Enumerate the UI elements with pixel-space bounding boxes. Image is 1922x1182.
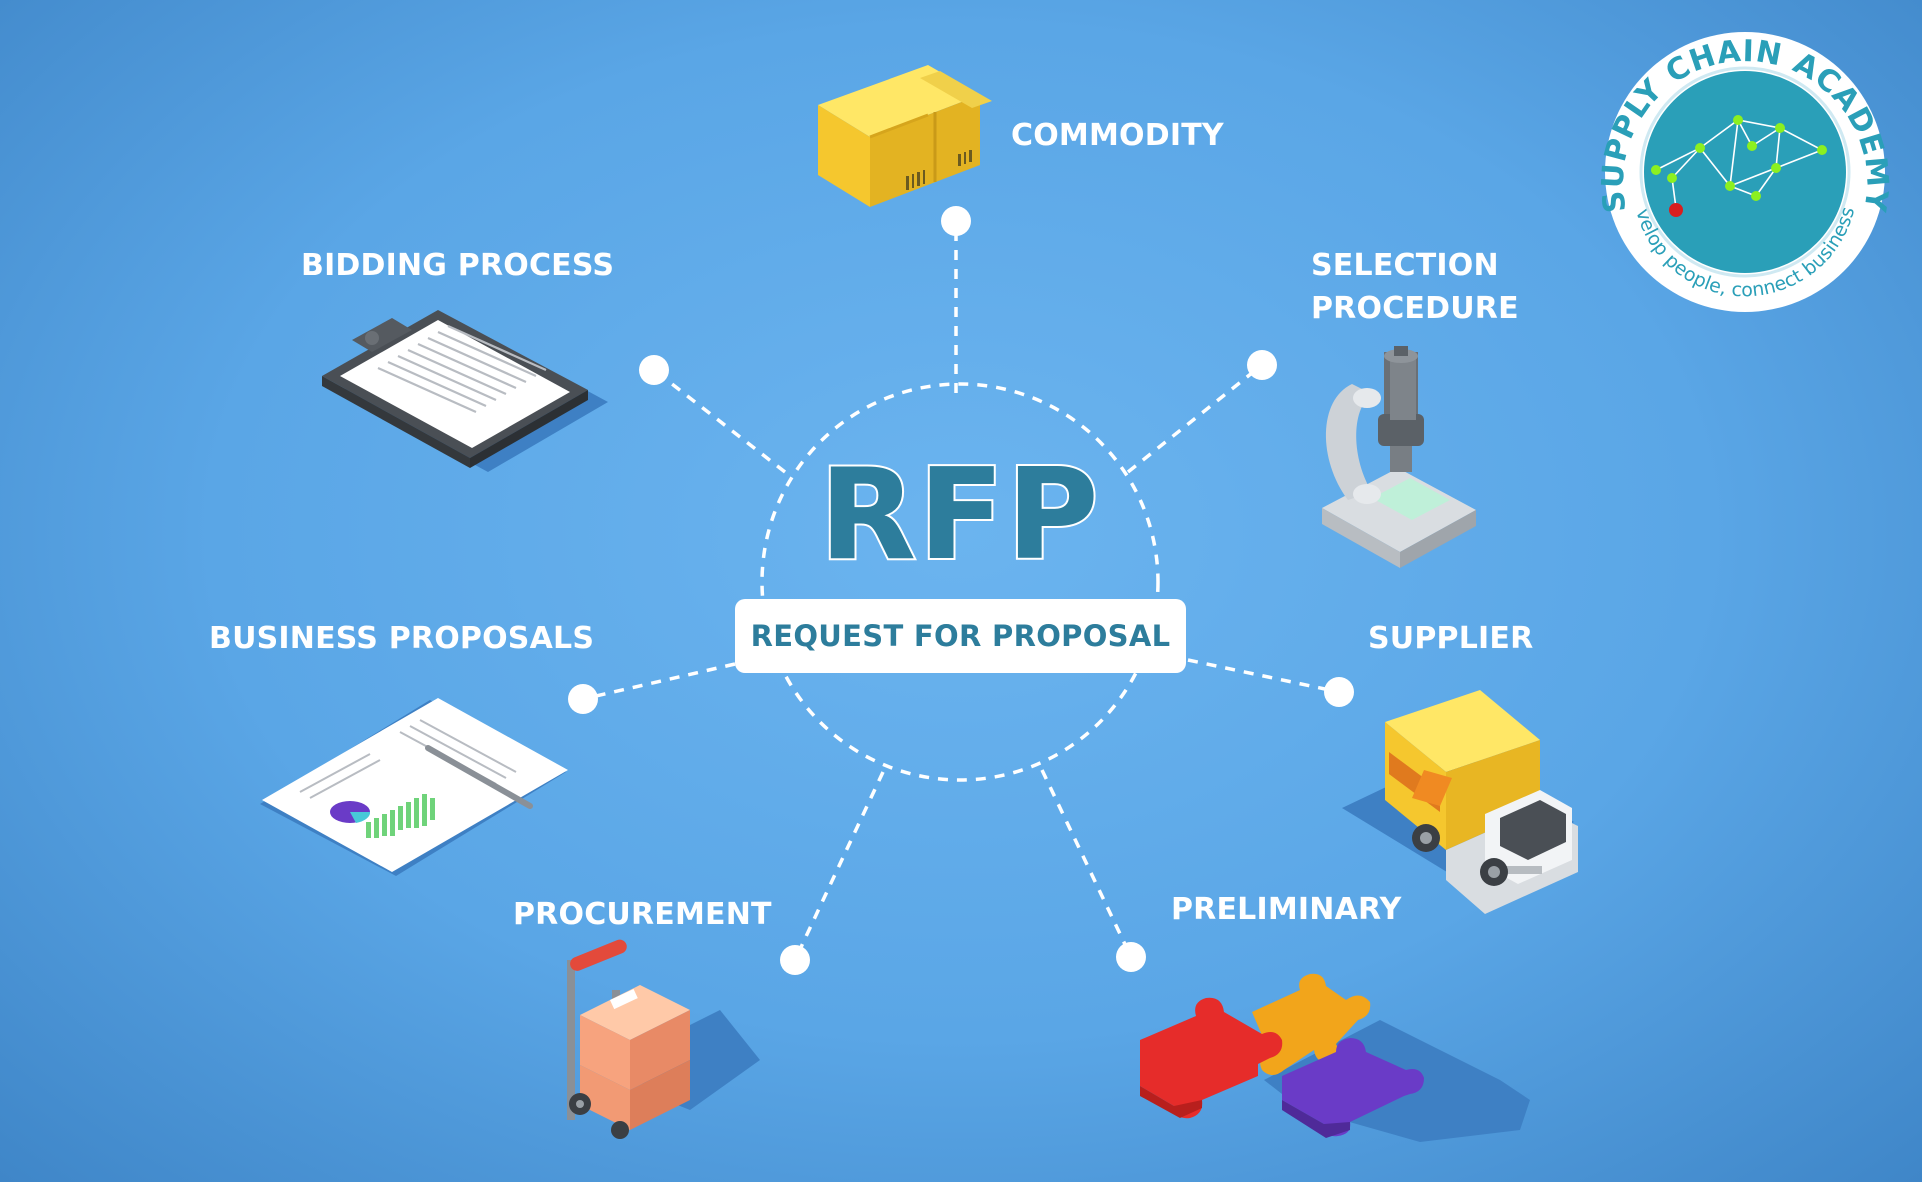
node-dot-supplier: [1324, 677, 1354, 707]
microscope-icon: [1322, 346, 1476, 568]
commodity-label: COMMODITY: [1011, 118, 1224, 153]
business-proposals-label: BUSINESS PROPOSALS: [209, 621, 595, 656]
node-label-supplier: SUPPLIER: [1368, 617, 1533, 660]
delivery-truck-icon: [1342, 690, 1578, 914]
rfp-title: RFP: [817, 439, 1101, 590]
connector-supplier: [1187, 658, 1340, 694]
connector-business-proposals: [582, 662, 736, 701]
supplier-label: SUPPLIER: [1368, 621, 1534, 656]
selection-label: SELECTION: [1311, 248, 1499, 283]
center-dashed-circle: [760, 382, 1160, 782]
node-label-business-proposals: BUSINESS PROPOSALS: [209, 617, 594, 660]
connector-preliminary: [1040, 769, 1133, 958]
rfp-subtitle: REQUEST FOR PROPOSAL: [750, 619, 1171, 653]
procedure-label: PROCEDURE: [1311, 291, 1519, 326]
node-label-bidding-process: BIDDING PROCESS: [301, 244, 614, 287]
clipboard-icon: [322, 310, 608, 472]
node-dot-commodity: [941, 206, 971, 236]
node-dot-selection-procedure: [1247, 350, 1277, 380]
cardboard-boxes-icon: [818, 65, 992, 207]
connector-bidding-process: [652, 368, 787, 474]
node-dot-business-proposals: [568, 684, 598, 714]
hand-truck-boxes-icon: [567, 939, 760, 1139]
connector-procurement: [793, 771, 885, 961]
bidding-process-label: BIDDING PROCESS: [301, 248, 615, 283]
node-label-preliminary: PRELIMINARY: [1171, 888, 1402, 931]
rfp-subtitle-box: REQUEST FOR PROPOSAL: [735, 599, 1186, 673]
node-label-commodity: COMMODITY: [1011, 114, 1224, 157]
node-label-procurement: PROCUREMENT: [513, 893, 772, 936]
node-dot-procurement: [780, 945, 810, 975]
preliminary-label: PRELIMINARY: [1171, 892, 1402, 927]
node-dot-preliminary: [1116, 942, 1146, 972]
puzzle-pieces-icon: [1140, 973, 1530, 1142]
network-graduation-cap-icon: [1605, 32, 1885, 312]
procurement-label: PROCUREMENT: [513, 897, 772, 932]
node-dot-bidding-process: [639, 355, 669, 385]
node-label-selection-procedure: SELECTION PROCEDURE: [1311, 244, 1519, 330]
document-chart-icon: [260, 698, 568, 876]
connector-selection-procedure: [1126, 363, 1264, 474]
